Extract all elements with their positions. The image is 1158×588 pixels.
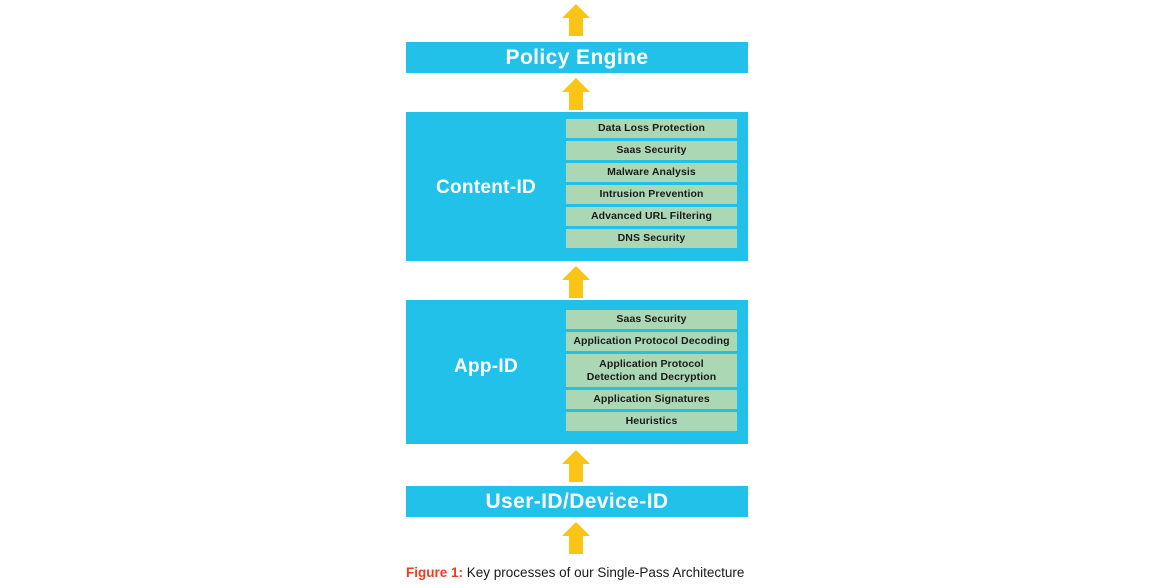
policy-engine-bar[interactable]: Policy Engine bbox=[406, 42, 748, 73]
arrow-top-out-icon bbox=[562, 4, 590, 36]
app-id-feature-application-protocol-detection-and-decryption[interactable]: Application Protocol Detection and Decry… bbox=[566, 354, 737, 387]
figure-caption: Figure 1: Key processes of our Single-Pa… bbox=[406, 565, 744, 580]
user-device-id-bar[interactable]: User-ID/Device-ID bbox=[406, 486, 748, 517]
policy-engine-label: Policy Engine bbox=[505, 45, 649, 69]
content-id-feature-intrusion-prevention[interactable]: Intrusion Prevention bbox=[566, 185, 737, 204]
content-id-feature-stack: Data Loss Protection Saas Security Malwa… bbox=[566, 119, 737, 248]
arrow-content-to-policy-icon bbox=[562, 78, 590, 110]
content-id-feature-data-loss-protection[interactable]: Data Loss Protection bbox=[566, 119, 737, 138]
app-id-feature-application-signatures[interactable]: Application Signatures bbox=[566, 390, 737, 409]
user-device-id-label: User-ID/Device-ID bbox=[485, 489, 669, 513]
app-id-label: App-ID bbox=[453, 356, 519, 377]
app-id-feature-stack: Saas Security Application Protocol Decod… bbox=[566, 310, 737, 431]
app-id-feature-application-protocol-decoding[interactable]: Application Protocol Decoding bbox=[566, 332, 737, 351]
app-id-feature-saas-security[interactable]: Saas Security bbox=[566, 310, 737, 329]
content-id-feature-malware-analysis[interactable]: Malware Analysis bbox=[566, 163, 737, 182]
arrow-in-bottom-icon bbox=[562, 522, 590, 554]
content-id-feature-saas-security[interactable]: Saas Security bbox=[566, 141, 737, 160]
app-id-feature-heuristics[interactable]: Heuristics bbox=[566, 412, 737, 431]
content-id-label: Content-ID bbox=[435, 177, 537, 198]
arrow-app-to-content-icon bbox=[562, 266, 590, 298]
content-id-block[interactable]: Content-ID Data Loss Protection Saas Sec… bbox=[406, 112, 748, 261]
content-id-feature-advanced-url-filtering[interactable]: Advanced URL Filtering bbox=[566, 207, 737, 226]
app-id-block[interactable]: App-ID Saas Security Application Protoco… bbox=[406, 300, 748, 444]
arrow-user-to-app-icon bbox=[562, 450, 590, 482]
figure-number: Figure 1: bbox=[406, 565, 464, 580]
figure-caption-text: Key processes of our Single-Pass Archite… bbox=[466, 565, 745, 580]
content-id-feature-dns-security[interactable]: DNS Security bbox=[566, 229, 737, 248]
